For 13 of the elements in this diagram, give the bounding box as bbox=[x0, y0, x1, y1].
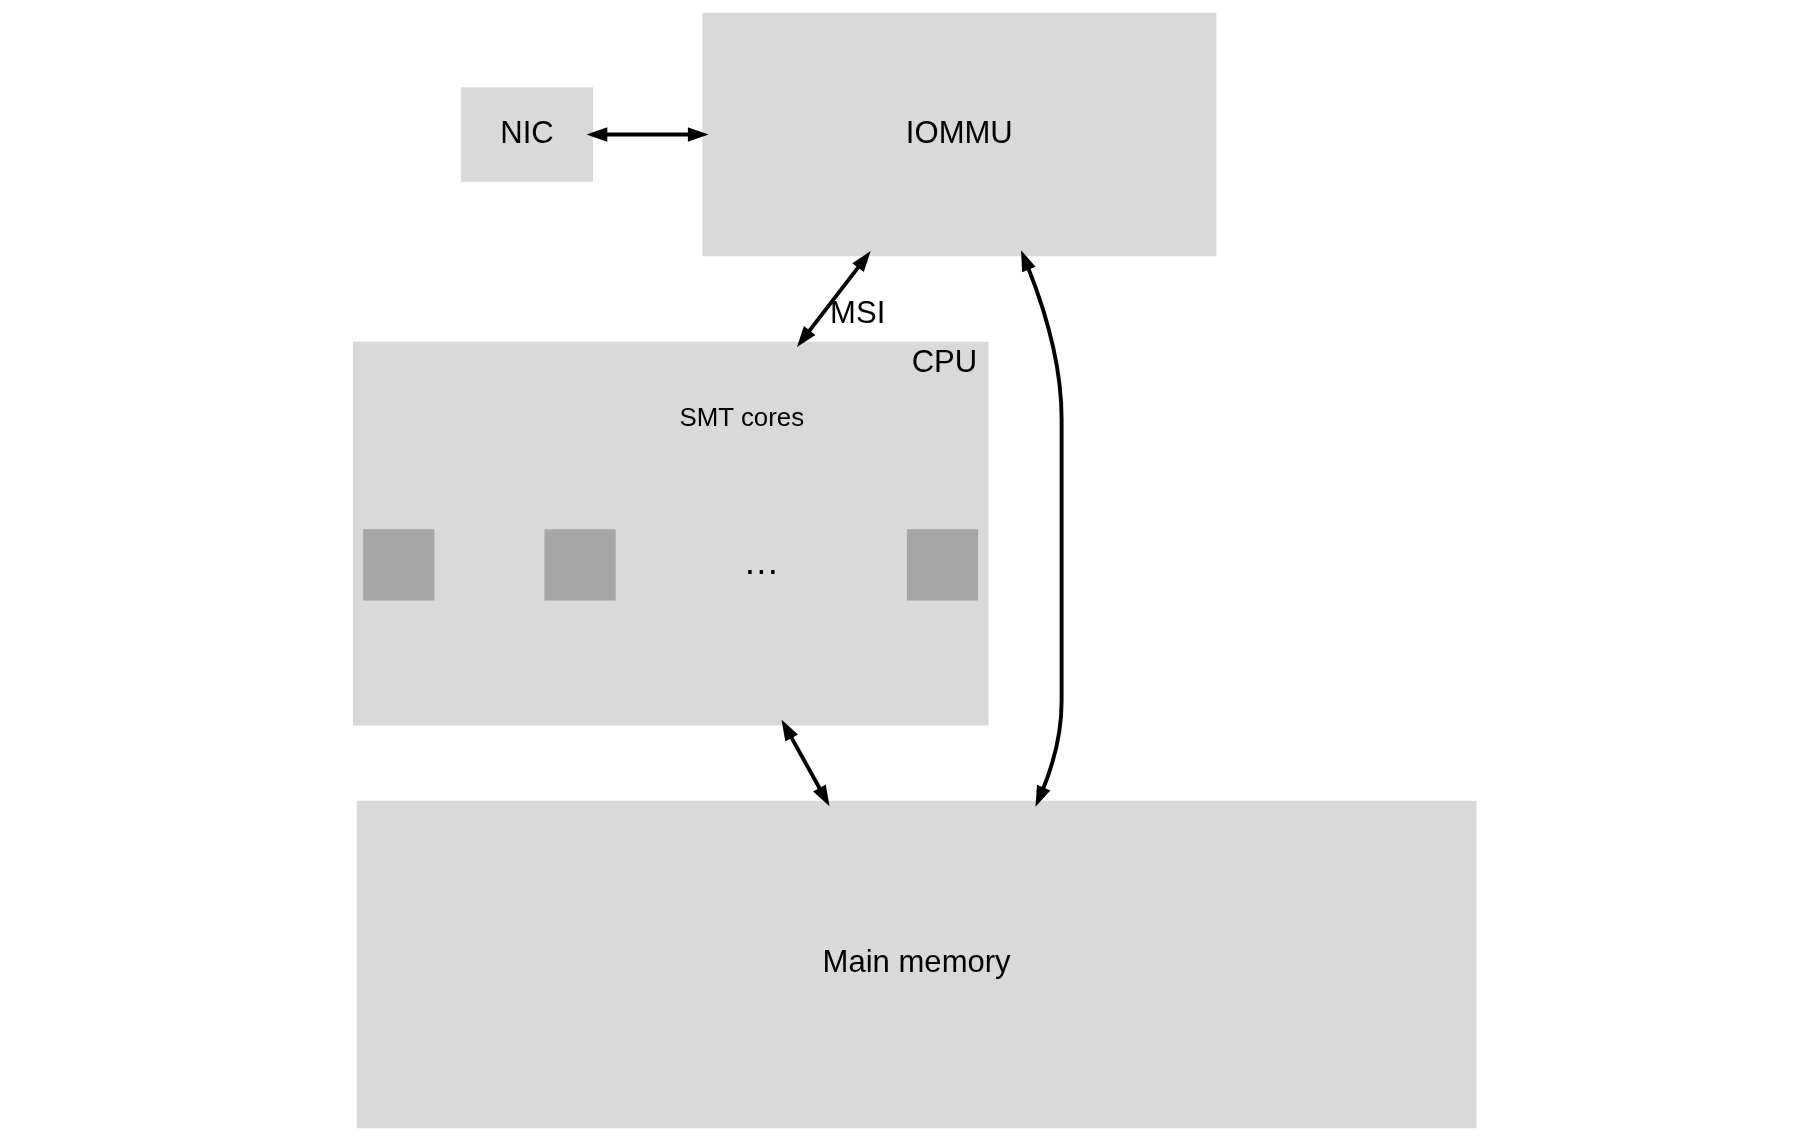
node-box: IOMMU bbox=[701, 12, 1216, 257]
arrow bbox=[586, 127, 709, 142]
arrow bbox=[796, 251, 871, 347]
edge-label: MSI bbox=[829, 295, 885, 331]
node-box bbox=[362, 529, 434, 601]
label: … bbox=[742, 540, 779, 582]
node-box: NIC bbox=[460, 87, 593, 182]
node-box bbox=[543, 529, 616, 601]
node-box: Main memory bbox=[356, 800, 1476, 1129]
label: SMT cores bbox=[679, 403, 804, 432]
arrow bbox=[781, 719, 829, 807]
arrow bbox=[1020, 250, 1064, 807]
node-box bbox=[906, 529, 978, 601]
